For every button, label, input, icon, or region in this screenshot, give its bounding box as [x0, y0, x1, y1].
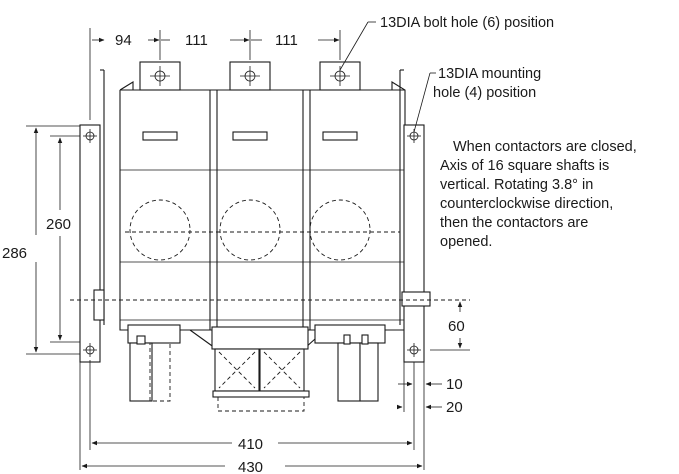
dim-286: 286 — [2, 245, 27, 262]
note-line-5: then the contactors are — [440, 215, 588, 231]
operation-note: When contactors are closed, Axis of 16 s… — [440, 139, 637, 250]
dim-430: 430 — [238, 459, 263, 474]
note-line-2: Axis of 16 square shafts is — [440, 158, 609, 174]
dim-10: 10 — [446, 376, 463, 393]
dim-111-a: 111 — [185, 32, 208, 49]
slots — [142, 131, 358, 141]
dim-94: 94 — [115, 32, 132, 49]
note-line-3: vertical. Rotating 3.8° in — [440, 177, 593, 193]
top-dimension-lines — [89, 28, 341, 120]
note-line-1: When contactors are closed, — [453, 139, 637, 155]
interrupter-outlines — [125, 199, 400, 261]
auxiliary-switch-right — [314, 324, 386, 402]
note-line-6: opened. — [440, 234, 492, 250]
terminal-tab-left — [139, 61, 181, 91]
mounting-hole-callout-line2: hole (4) position — [433, 85, 536, 101]
terminal-tab-middle — [229, 61, 271, 91]
bolt-hole-leader — [339, 21, 376, 71]
dim-20: 20 — [446, 399, 463, 416]
dim-260: 260 — [46, 216, 71, 233]
dim-60-lines — [430, 301, 470, 351]
dim-410: 410 — [238, 436, 263, 453]
left-dimension-lines — [26, 125, 80, 355]
coil-assembly — [189, 326, 326, 412]
auxiliary-switch-left — [127, 324, 181, 402]
square-shaft — [70, 289, 470, 321]
note-line-4: counterclockwise direction, — [440, 196, 613, 212]
terminal-tab-right — [319, 61, 361, 91]
dim-60: 60 — [448, 318, 465, 335]
dim-111-b: 111 — [275, 32, 298, 49]
bolt-hole-callout: 13DIA bolt hole (6) position — [380, 15, 554, 31]
mounting-plate-right — [399, 69, 425, 363]
dim-10-20-lines — [396, 362, 442, 412]
mounting-hole-callout-line1: 13DIA mounting — [438, 66, 541, 82]
contactor-housing — [119, 81, 406, 331]
mounting-hole-leader — [413, 72, 436, 133]
bottom-dimension-lines — [79, 360, 425, 470]
